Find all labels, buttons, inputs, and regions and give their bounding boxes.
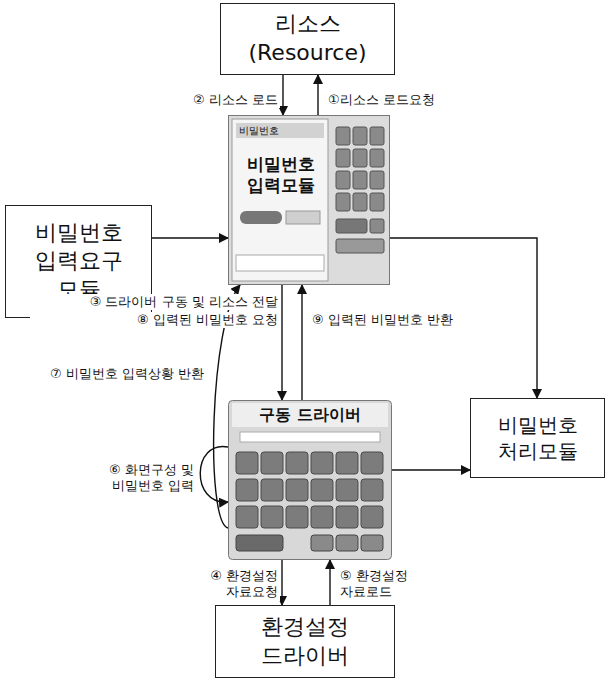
panel-ground xyxy=(229,116,390,285)
panel-ground xyxy=(229,401,392,560)
key-graphic xyxy=(353,149,367,167)
key-graphic xyxy=(261,479,283,501)
key-graphic xyxy=(370,149,384,167)
key-graphic xyxy=(236,452,258,474)
key-graphic xyxy=(336,452,358,474)
panel-heading: 비밀번호 xyxy=(236,123,325,138)
flow-arrow xyxy=(152,237,228,238)
node-label: 비밀번호 입력요구 모듈 xyxy=(25,219,133,305)
step-label: ④ 환경설정 자료요청 xyxy=(188,568,280,601)
key-graphic xyxy=(336,127,350,145)
key-graphic xyxy=(353,193,367,211)
key-graphic xyxy=(236,535,283,551)
title-bar xyxy=(236,123,324,138)
key-graphic xyxy=(336,535,358,551)
key-graphic xyxy=(361,535,383,551)
screen-panel xyxy=(232,119,328,281)
key-graphic xyxy=(236,479,258,501)
step-label: ⑧ 입력된 비밀번호 요청 xyxy=(30,312,280,328)
input-field xyxy=(236,255,324,271)
step-label: ② 리소스 로드 xyxy=(170,92,280,108)
step-label: ⑤ 환경설정 자료로드 xyxy=(338,568,432,601)
node-label: 비밀번호 처리모듈 xyxy=(488,412,588,464)
flow-arrow xyxy=(301,285,302,400)
key-graphic xyxy=(361,479,383,501)
input-module-panel: 비밀번호비밀번호 입력모듈 xyxy=(228,115,390,285)
driver-panel: 구동 드라이버 xyxy=(228,400,392,560)
node-label: 비밀번호 입력모듈 xyxy=(236,154,326,197)
step-label: ⑦ 비밀번호 입력상황 반환 xyxy=(14,366,206,382)
key-graphic xyxy=(336,239,384,253)
config-driver-box: 환경설정 드라이버 xyxy=(215,605,395,678)
flow-arrow xyxy=(317,75,318,115)
key-graphic xyxy=(336,506,358,528)
input-field xyxy=(240,432,380,442)
key-graphic xyxy=(336,479,358,501)
key-graphic xyxy=(361,506,383,528)
button-graphic xyxy=(286,211,320,224)
key-graphic xyxy=(286,479,308,501)
key-graphic xyxy=(286,452,308,474)
key-graphic xyxy=(370,127,384,145)
node-label: 리소스 (Resource) xyxy=(243,10,373,67)
flow-arrow xyxy=(281,560,282,605)
key-graphic xyxy=(361,452,383,474)
step-label: ③ 드라이버 구동 및 리소스 전달 xyxy=(30,294,280,310)
flow-arrow xyxy=(329,560,330,605)
key-graphic xyxy=(261,452,283,474)
step-label: ①리소스 로드요청 xyxy=(326,92,450,108)
key-graphic xyxy=(353,127,367,145)
key-graphic xyxy=(370,219,384,233)
node-label: 구동 드라이버 xyxy=(235,405,385,425)
resource-box: 리소스 (Resource) xyxy=(220,3,395,75)
flow-arrow xyxy=(392,469,470,470)
node-label: 환경설정 드라이버 xyxy=(245,613,365,670)
key-graphic xyxy=(336,171,350,189)
key-graphic xyxy=(311,535,333,551)
step-label: ⑨ 입력된 비밀번호 반환 xyxy=(310,312,484,328)
button-graphic xyxy=(240,211,282,224)
key-graphic xyxy=(286,506,308,528)
key-graphic xyxy=(311,479,333,501)
flow-arrow xyxy=(281,285,282,400)
key-graphic xyxy=(336,219,367,233)
flow-arrow xyxy=(282,75,283,115)
keypad-illustration xyxy=(228,115,390,285)
title-bar xyxy=(232,403,388,427)
key-graphic xyxy=(336,193,350,211)
process-module-box: 비밀번호 처리모듈 xyxy=(470,398,605,478)
key-graphic xyxy=(353,171,367,189)
key-graphic xyxy=(261,506,283,528)
step-label: ⑥ 화면구성 및 비밀번호 입력 xyxy=(80,462,196,495)
key-graphic xyxy=(370,171,384,189)
key-graphic xyxy=(311,506,333,528)
key-graphic xyxy=(236,506,258,528)
key-graphic xyxy=(370,193,384,211)
key-graphic xyxy=(336,149,350,167)
key-graphic xyxy=(311,452,333,474)
